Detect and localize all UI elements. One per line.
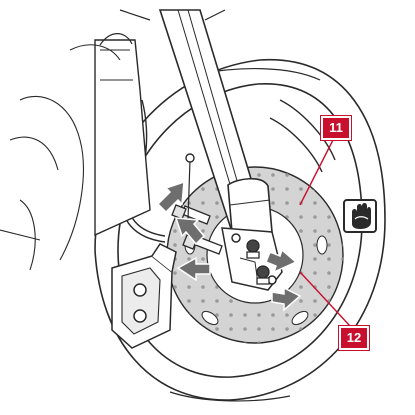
gloved-hand-cleaning-icon [343,199,377,233]
bodywork-lines [0,44,121,271]
arrow-caliper-out [176,256,211,282]
arrow-bolt-lower-out [174,217,206,246]
leader-12 [299,271,351,327]
fender [269,99,336,173]
callout-11-label: 11 [320,115,352,141]
arrow-bracket-lower [271,286,302,312]
brake-caliper [111,243,177,349]
arrow-bracket-upper [265,248,298,274]
direction-arrows [156,180,302,312]
callout-leaders [299,137,351,327]
leader-11 [299,137,335,206]
callout-12-label: 12 [338,325,370,351]
arrow-bolt-upper-out [156,180,185,214]
brake-hose [94,33,195,243]
